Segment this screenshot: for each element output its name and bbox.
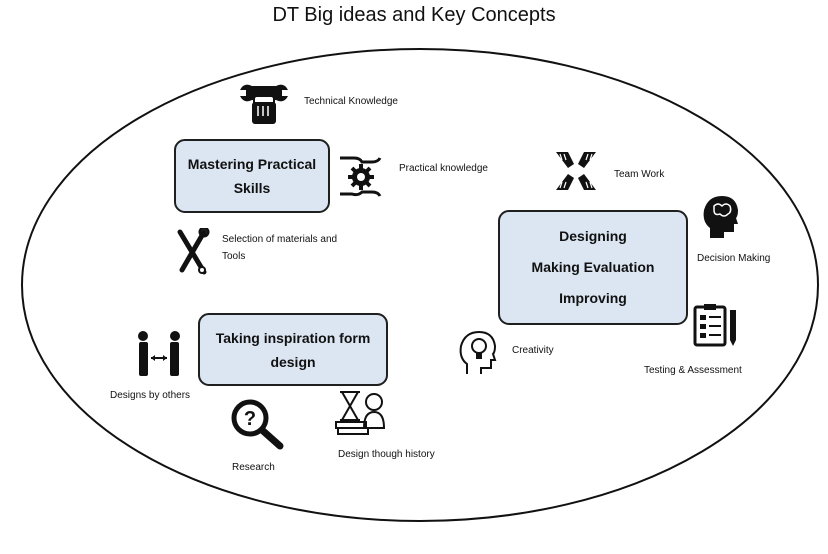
wrench-hand-icon bbox=[240, 84, 288, 124]
technical-knowledge-label: Technical Knowledge bbox=[304, 96, 398, 107]
research-label: Research bbox=[232, 462, 275, 473]
designing-box: Designing Making Evaluation Improving bbox=[498, 210, 688, 325]
mastering-practical-skills-box: Mastering Practical Skills bbox=[174, 139, 330, 213]
team-hands-icon bbox=[556, 152, 596, 190]
svg-text:?: ? bbox=[244, 408, 256, 430]
screwdriver-wrench-icon bbox=[177, 228, 210, 275]
creativity-label: Creativity bbox=[512, 345, 554, 356]
practical-knowledge-label: Practical knowledge bbox=[399, 163, 488, 174]
selection-label-line1: Selection of materials and bbox=[222, 234, 338, 245]
head-lightbulb-icon bbox=[459, 330, 497, 374]
designing-box-line2: Making Evaluation bbox=[531, 259, 655, 275]
head-brain-icon bbox=[703, 196, 738, 238]
decision-making-label: Decision Making bbox=[697, 253, 771, 264]
people-exchange-icon bbox=[138, 331, 180, 376]
inspiration-box-line2: design bbox=[270, 353, 316, 370]
inspiration-box-line1: Taking inspiration form bbox=[215, 329, 371, 346]
designing-box-line3: Improving bbox=[559, 290, 627, 306]
magnifier-question-icon: ? bbox=[231, 399, 284, 450]
checklist-icon bbox=[693, 304, 736, 347]
designs-by-others-label: Designs by others bbox=[110, 390, 191, 401]
selection-label-line2: Tools bbox=[222, 251, 246, 262]
designing-box-line1: Designing bbox=[559, 228, 627, 244]
team-work-label: Team Work bbox=[614, 169, 665, 180]
mastering-box-line1: Mastering Practical bbox=[187, 156, 317, 172]
mastering-box-line2: Skills bbox=[233, 180, 271, 196]
taking-inspiration-box: Taking inspiration form design bbox=[198, 313, 388, 386]
books-hourglass-icon bbox=[335, 391, 386, 435]
page-title: DT Big ideas and Key Concepts bbox=[272, 4, 556, 26]
testing-assessment-label: Testing & Assessment bbox=[644, 365, 742, 376]
hands-gear-icon bbox=[340, 156, 382, 197]
design-history-label: Design though history bbox=[338, 449, 435, 460]
